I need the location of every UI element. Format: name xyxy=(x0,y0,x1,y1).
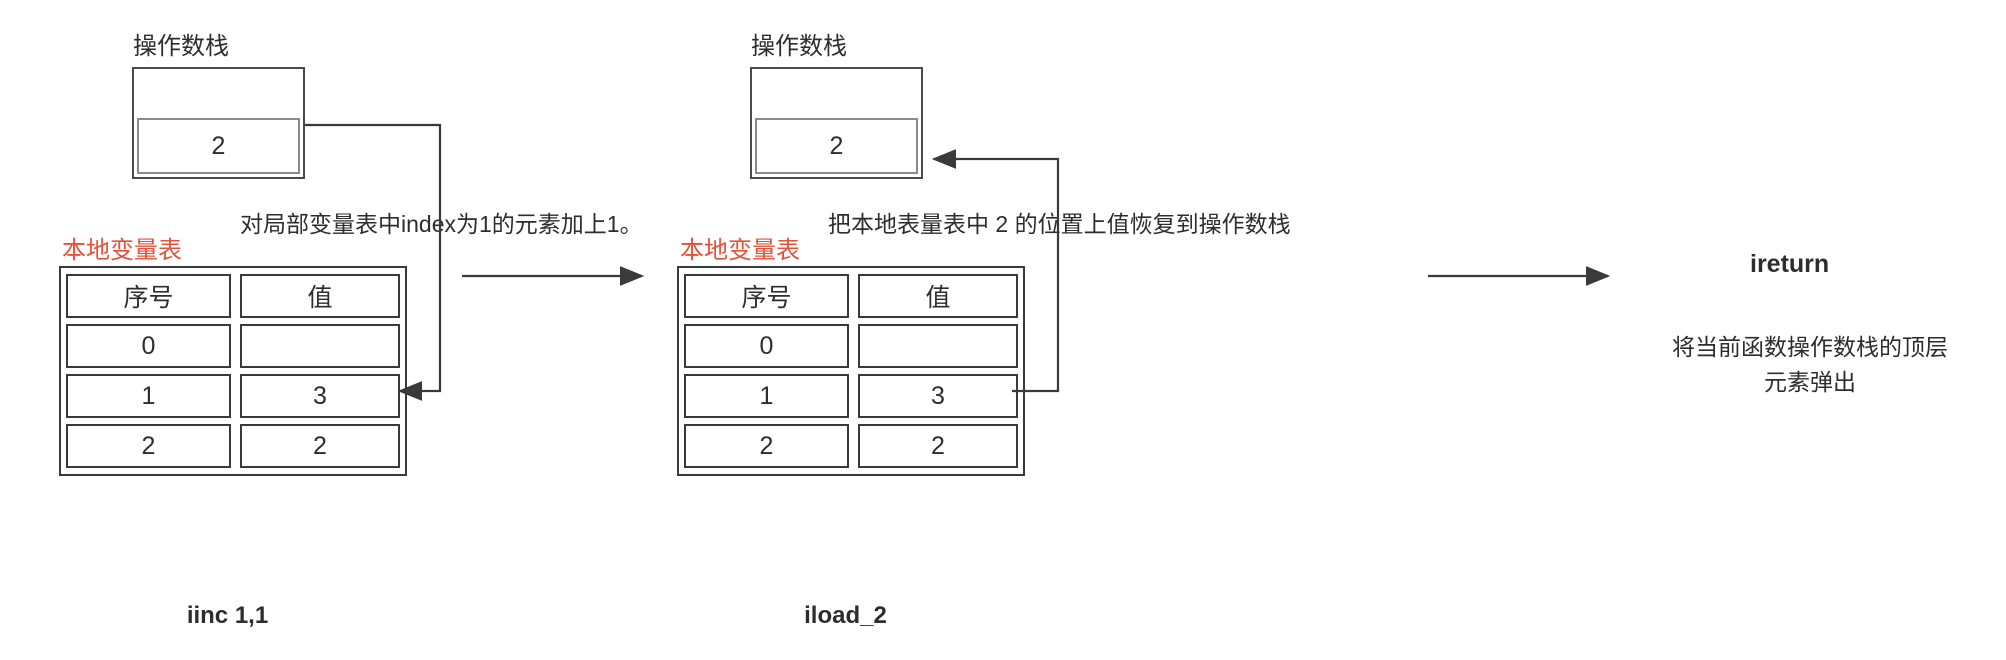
step3-description-line2: 元素弹出 xyxy=(1764,368,1856,395)
header-cell-value: 值 xyxy=(240,274,400,318)
step3-opcode-ireturn: ireturn xyxy=(1750,250,1830,278)
step1-operand-stack-cell-0: 2 xyxy=(137,118,300,174)
step2-operand-stack-label: 操作数栈 xyxy=(751,33,847,60)
step1-local-variable-table: 序号 值 0 1 3 2 2 xyxy=(59,266,407,476)
row-value: 3 xyxy=(858,374,1018,418)
row-index: 0 xyxy=(684,324,849,368)
header-cell-index: 序号 xyxy=(684,274,849,318)
step2-note: 把本地表量表中 2 的位置上值恢复到操作数栈 xyxy=(828,211,1291,237)
row-value xyxy=(858,324,1018,368)
row-index: 1 xyxy=(684,374,849,418)
step3-description-line1: 将当前函数操作数栈的顶层 xyxy=(1672,334,1948,360)
step3-description: 将当前函数操作数栈的顶层 元素弹出 xyxy=(1610,330,2006,399)
row-index: 0 xyxy=(66,324,231,368)
step2-operand-stack-box: 2 xyxy=(750,67,923,179)
row-value: 2 xyxy=(240,424,400,468)
row-value: 3 xyxy=(240,374,400,418)
row-value xyxy=(240,324,400,368)
step2-local-variable-table: 序号 值 0 1 3 2 2 xyxy=(677,266,1025,476)
step1-caption: iinc 1,1 xyxy=(186,602,269,629)
row-value: 2 xyxy=(858,424,1018,468)
step2-operand-stack-cell-0: 2 xyxy=(755,118,918,174)
table-header-row: 序号 值 xyxy=(684,274,1018,318)
table-row: 2 2 xyxy=(684,424,1018,468)
header-cell-index: 序号 xyxy=(66,274,231,318)
header-cell-value: 值 xyxy=(858,274,1018,318)
table-row: 1 3 xyxy=(684,374,1018,418)
table-header-row: 序号 值 xyxy=(66,274,400,318)
table-row: 0 xyxy=(66,324,400,368)
row-index: 1 xyxy=(66,374,231,418)
step2-caption: iload_2 xyxy=(804,602,887,629)
step1-operand-stack-box: 2 xyxy=(132,67,305,179)
table-row: 2 2 xyxy=(66,424,400,468)
step1-operand-stack-label: 操作数栈 xyxy=(133,33,229,60)
row-index: 2 xyxy=(684,424,849,468)
step1-local-variable-table-title: 本地变量表 xyxy=(62,237,182,264)
step1-note: 对局部变量表中index为1的元素加上1。 xyxy=(240,211,643,237)
table-row: 1 3 xyxy=(66,374,400,418)
step2-local-variable-table-title: 本地变量表 xyxy=(680,237,800,264)
row-index: 2 xyxy=(66,424,231,468)
table-row: 0 xyxy=(684,324,1018,368)
